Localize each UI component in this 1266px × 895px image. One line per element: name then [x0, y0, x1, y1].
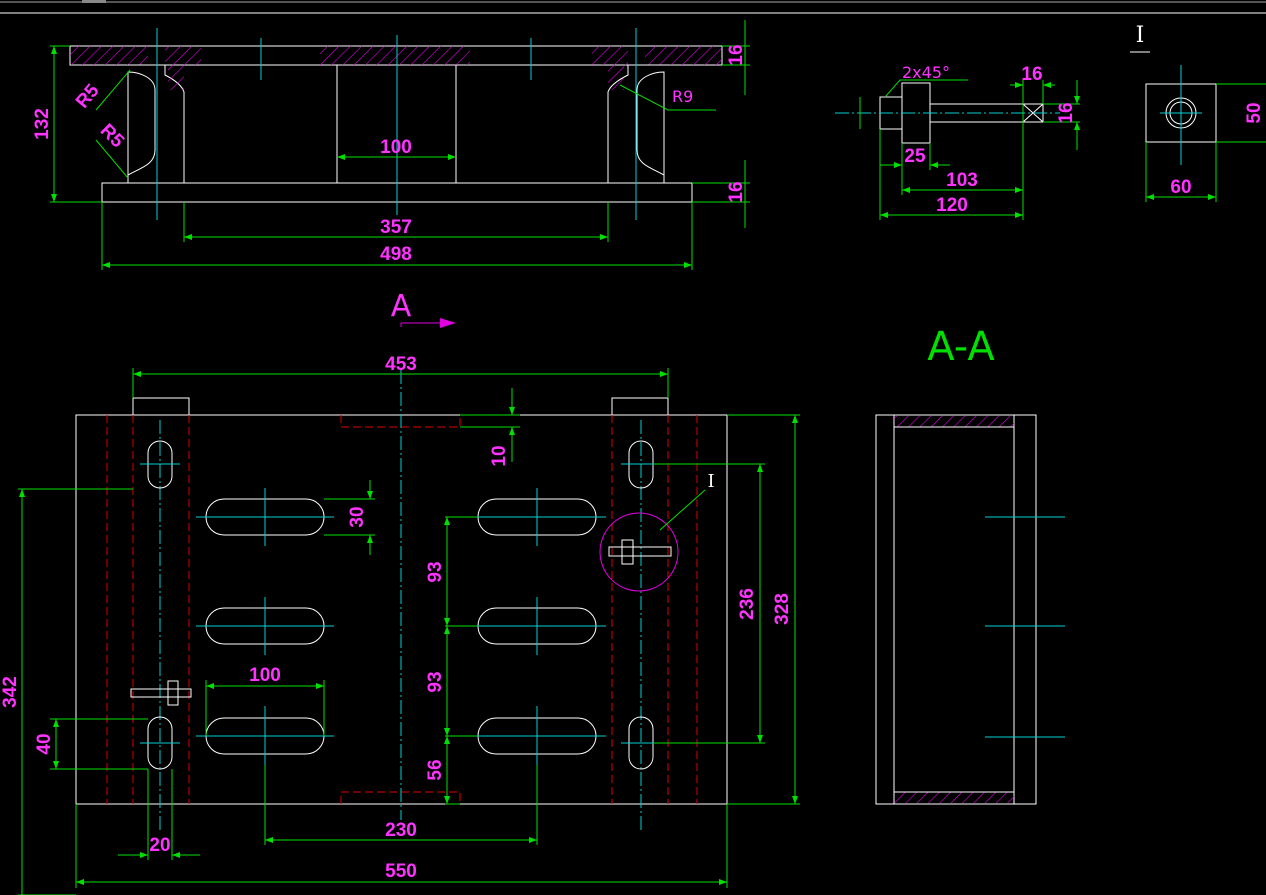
dim-clamp-w: 20: [149, 835, 170, 856]
viewport-top-edge: [0, 0, 1266, 14]
dim-slot-width: 30: [347, 506, 368, 527]
dim-total-height: 342: [0, 676, 21, 708]
dim-beam-span: 357: [380, 217, 412, 238]
dim-offset: 10: [489, 445, 510, 466]
dim-r9: R9: [672, 87, 693, 106]
dim-slot-len: 100: [249, 665, 281, 686]
dim-outer-h: 328: [772, 593, 793, 625]
dim-bolt-dia: 16: [1056, 102, 1077, 123]
dim-flange-top: 16: [726, 44, 747, 65]
elevation-dim-labels: 132 R5 R5 R9 16 16 100 357 498: [32, 44, 747, 265]
dim-flange-bottom: 16: [726, 181, 747, 202]
dim-chamfer: 2x45°: [902, 63, 950, 82]
dim-base-length: 498: [380, 244, 412, 265]
detail-I-view[interactable]: [1130, 51, 1266, 202]
dim-inner-h: 236: [737, 588, 758, 620]
dim-r5-upper: R5: [72, 80, 104, 112]
dim-total: 120: [936, 195, 968, 216]
section-aa-title: A-A: [927, 324, 995, 370]
plan-dim-labels: 453 10 30 93 93 56 100 230 550 342 40 20…: [0, 354, 793, 882]
dim-top-span: 453: [385, 354, 417, 375]
dim-slot-span: 230: [385, 820, 417, 841]
plan-view[interactable]: [18, 368, 800, 895]
dim-clamp-h: 40: [34, 733, 55, 754]
section-aa-view[interactable]: [875, 414, 1065, 805]
dim-thread-len: 16: [1021, 64, 1042, 85]
elevation-view[interactable]: [50, 20, 750, 270]
plan-bolt-right[interactable]: [599, 489, 706, 592]
dim-detail-width: 60: [1170, 177, 1191, 198]
dim-inner-span: 100: [380, 137, 412, 158]
dim-height: 132: [32, 108, 53, 140]
section-a-label: A: [391, 289, 412, 324]
section-a-marker: A: [391, 289, 456, 328]
dim-detail-height: 50: [1244, 102, 1265, 123]
dim-edge: 56: [425, 759, 446, 780]
dim-r5-lower: R5: [96, 120, 128, 152]
dim-pitch-2: 93: [425, 671, 446, 692]
detail-I-labels: I 60 50: [1136, 23, 1265, 198]
detail-I-title: I: [1136, 23, 1145, 48]
bolt-dim-labels: 2x45° 16 16 25 103 120: [902, 63, 1077, 216]
dim-head: 25: [904, 146, 926, 167]
plan-bolt-left[interactable]: [130, 680, 192, 706]
detail-mark-I: I: [707, 471, 714, 492]
dim-shank: 103: [946, 170, 978, 191]
dim-pitch-1: 93: [425, 561, 446, 582]
bolt-detail[interactable]: [835, 79, 1080, 220]
dim-total-len: 550: [385, 861, 417, 882]
